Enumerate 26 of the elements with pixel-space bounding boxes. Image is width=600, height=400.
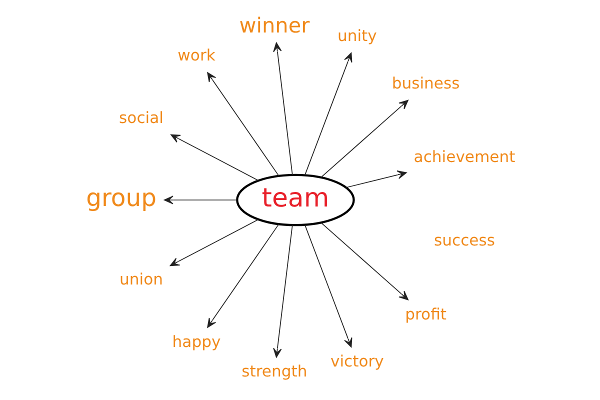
node-ellipse: team [236,174,354,226]
node-text: work [177,46,215,65]
arrow [206,224,279,328]
arrow [272,42,292,176]
arrow [320,222,408,300]
node-text: profit [404,305,446,324]
arrow [320,100,408,178]
arrow [304,52,352,176]
arrow [304,224,352,348]
node-text: achievement [413,148,515,166]
node-text: group [86,182,156,212]
node-text: happy [172,333,220,352]
node-text: union [119,270,163,289]
arrow [345,170,406,188]
arrow [163,196,238,204]
node-text: victory [330,352,384,371]
arrow [206,72,279,176]
node-text: unity [336,26,376,45]
node-text: strength [241,362,307,381]
node-text: winner [238,14,310,38]
arrow [272,224,292,358]
node-text: business [391,74,460,92]
arrow [169,219,258,266]
node-text: social [118,108,163,127]
arrow [170,134,258,181]
label: success [434,231,494,250]
